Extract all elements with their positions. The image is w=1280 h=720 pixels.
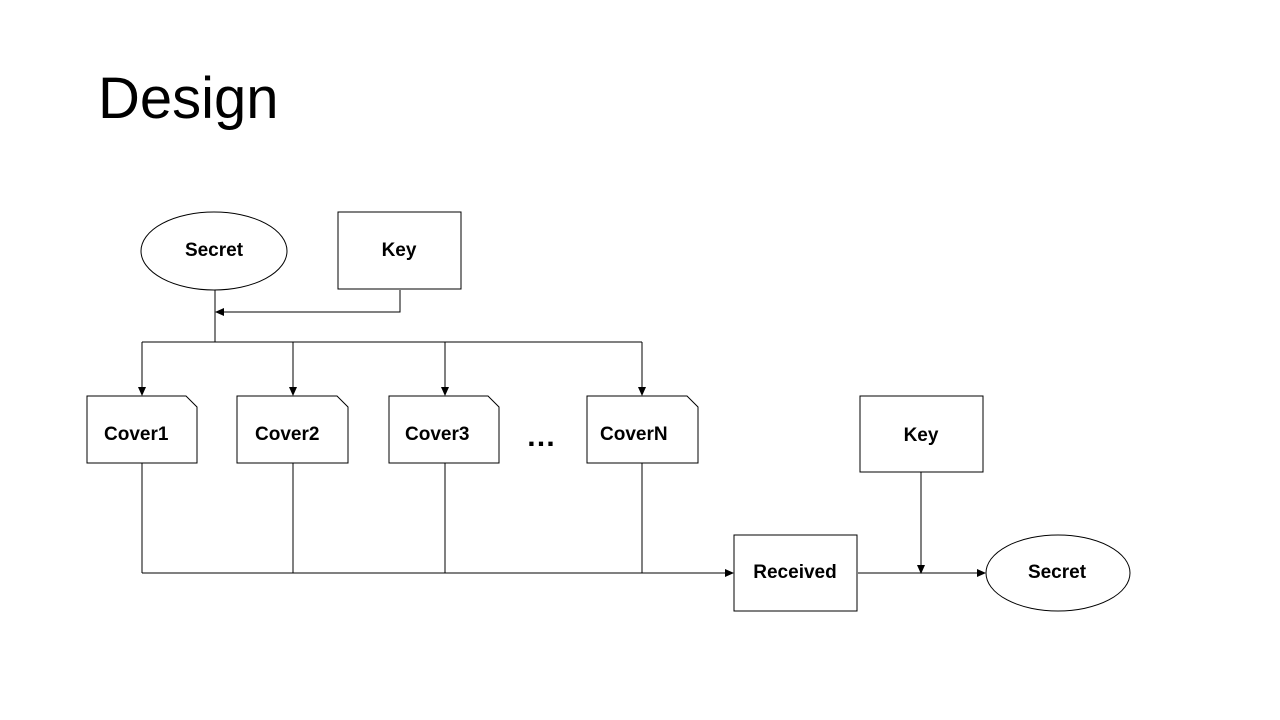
received-node: Received: [733, 534, 858, 612]
key-decode-node: Key: [859, 395, 984, 473]
secret-input-label: Secret: [185, 240, 244, 261]
encoding-connectors: [138, 290, 646, 396]
cover3-label: Cover3: [405, 424, 469, 445]
covers-ellipsis: …: [526, 420, 556, 453]
key-encode-label: Key: [382, 240, 417, 261]
cover3-node: Cover3: [388, 395, 500, 464]
slide-title: Design: [98, 66, 279, 131]
secret-output-label: Secret: [1028, 562, 1087, 583]
cover2-label: Cover2: [255, 424, 319, 445]
received-label: Received: [753, 562, 836, 583]
key-decode-label: Key: [904, 425, 939, 446]
cover1-node: Cover1: [86, 395, 198, 464]
cover1-label: Cover1: [104, 424, 169, 445]
secret-input-node: Secret: [140, 211, 288, 291]
connector-key-to-trunk: [215, 290, 401, 316]
cover2-node: Cover2: [236, 395, 349, 464]
secret-output-node: Secret: [985, 534, 1131, 612]
coverN-node: CoverN: [586, 395, 699, 464]
key-encode-node: Key: [337, 211, 462, 290]
decoding-connectors: [141, 463, 986, 577]
coverN-label: CoverN: [600, 424, 668, 445]
